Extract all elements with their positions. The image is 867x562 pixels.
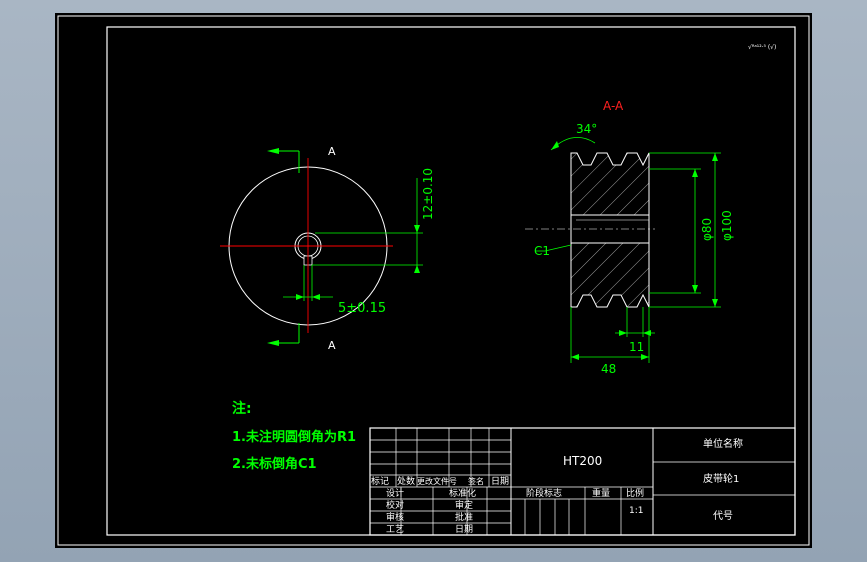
drawing-canvas[interactable]: √ᴿᵃ¹²·⁵ (√) A A 12±0.10 5±0.15 A-A <box>55 13 812 548</box>
rev-header-1: 处数 <box>397 475 415 487</box>
title-block[interactable] <box>369 427 796 536</box>
row-approve: 批准 <box>455 511 473 523</box>
row-design: 设计 <box>386 487 404 499</box>
dim-width: 48 <box>601 362 616 376</box>
angle-label: 34° <box>576 122 597 136</box>
roughness-mark: √ᴿᵃ¹²·⁵ (√) <box>748 44 776 51</box>
dim-dia-inner: φ80 <box>700 218 714 241</box>
row-process: 工艺 <box>386 524 404 535</box>
row-audit: 审核 <box>386 511 404 523</box>
rev-header-4: 日期 <box>491 476 509 487</box>
rev-header-2: 更改文件号 <box>417 476 457 486</box>
notes-title: 注: <box>232 400 252 417</box>
weight-label: 重量 <box>592 487 610 499</box>
section-hatch-top <box>570 152 650 216</box>
row-check: 校对 <box>386 499 404 511</box>
scale-label: 比例 <box>626 487 644 499</box>
dim-keyway-depth: 12±0.10 <box>421 168 435 220</box>
row-date: 日期 <box>455 524 473 535</box>
title-block-text: HT200 单位名称 皮带轮1 代号 标记 处数 更改文件号 签名 日期 设计 … <box>371 437 743 535</box>
code-label: 代号 <box>713 510 733 522</box>
row-review: 审定 <box>455 499 473 511</box>
notes: 注: 1.未注明圆倒角为R1 2.未标倒角C1 <box>232 400 356 472</box>
outer-frame <box>57 15 810 546</box>
part-name-label: 皮带轮1 <box>703 472 739 485</box>
cut-label-bottom: A <box>328 339 336 352</box>
front-view[interactable]: A A 12±0.10 5±0.15 <box>220 145 435 352</box>
dim-key-width: 5±0.15 <box>338 301 386 316</box>
rev-header-3: 签名 <box>468 476 484 486</box>
scale-value: 1:1 <box>629 506 643 516</box>
row-standard: 标准化 <box>449 487 476 499</box>
section-label: A-A <box>603 99 624 113</box>
cut-label-top: A <box>328 145 336 158</box>
material-label: HT200 <box>563 454 602 468</box>
notes-line2: 2.未标倒角C1 <box>232 456 317 472</box>
chamfer-label: C1 <box>534 244 550 258</box>
inner-frame <box>106 26 796 536</box>
section-view[interactable]: A-A C1 34° φ80 φ100 48 <box>525 99 734 376</box>
notes-line1: 1.未注明圆倒角为R1 <box>232 429 356 445</box>
section-hatch-bottom <box>570 242 650 308</box>
rev-header-0: 标记 <box>371 475 389 487</box>
stage-label: 阶段标志 <box>526 487 562 499</box>
dim-small: 11 <box>629 340 644 354</box>
dim-dia-outer: φ100 <box>720 210 734 241</box>
company-label: 单位名称 <box>703 437 743 450</box>
